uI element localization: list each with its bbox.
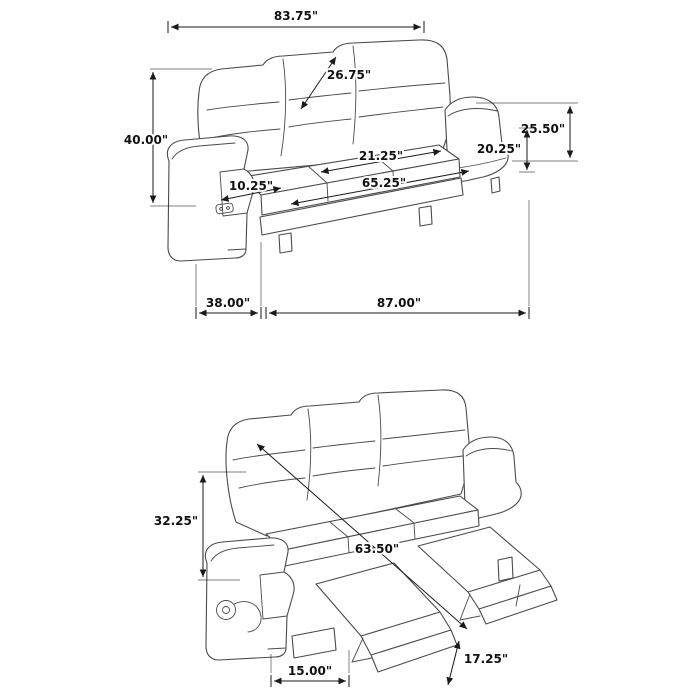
extension-lines bbox=[195, 242, 262, 306]
dimensions-upright: 83.75" 26.75" 40.00" 25.50" 20.25" 21.25… bbox=[122, 7, 578, 319]
dimension-arrow bbox=[320, 148, 442, 175]
dim-overall-depth: 38.00" bbox=[195, 242, 262, 319]
dim-interior-seating-width: 65.25" bbox=[290, 169, 470, 206]
tick-marks bbox=[167, 21, 425, 33]
dim-label-arm-height: 25.50" bbox=[521, 122, 565, 136]
dim-label-overall-depth: 38.00" bbox=[206, 296, 250, 310]
dim-reclined-depth: 63.50" bbox=[256, 443, 468, 630]
dim-overall-back-width: 83.75" bbox=[167, 7, 425, 33]
dimensions-reclined: 32.25" 63.50" 15.00" 17.25" bbox=[152, 443, 510, 687]
dim-label-back-cushion-height: 26.75" bbox=[327, 68, 371, 82]
dim-footrest-height: 17.25" bbox=[446, 640, 510, 686]
dim-label-overall-height: 40.00" bbox=[124, 133, 168, 147]
left-armrest-stitch-lines bbox=[171, 142, 248, 251]
dim-base-clearance-width: 15.00" bbox=[270, 650, 350, 687]
extension-lines bbox=[519, 127, 535, 173]
dim-label-base-clearance-width: 15.00" bbox=[288, 664, 332, 678]
dim-back-cushion-height: 26.75" bbox=[300, 56, 373, 110]
dim-seat-back-height: 20.25" bbox=[475, 127, 535, 173]
dimension-arrow bbox=[256, 443, 468, 630]
dim-label-overall-width: 87.00" bbox=[377, 296, 421, 310]
dim-label-seat-depth: 21.25" bbox=[359, 149, 403, 163]
dimension-arrow bbox=[446, 640, 461, 686]
tick-marks bbox=[195, 307, 262, 319]
dim-label-reclined-depth: 63.50" bbox=[355, 542, 399, 556]
reclined-left-armrest-outline bbox=[204, 537, 295, 661]
reclined-right-armrest-stitch bbox=[465, 448, 513, 457]
tick-marks bbox=[270, 675, 350, 687]
dimension-arrow bbox=[300, 56, 337, 110]
footrest-center-panels bbox=[315, 562, 458, 673]
left-armrest-outline bbox=[166, 135, 255, 262]
dimension-arrow bbox=[290, 169, 470, 206]
extension-lines bbox=[270, 650, 350, 673]
footrest-center-linkage bbox=[351, 637, 373, 663]
dim-arm-height: 25.50" bbox=[476, 102, 578, 162]
extension-lines bbox=[476, 102, 578, 162]
dim-label-arm-width: 10.25" bbox=[229, 179, 273, 193]
extension-lines bbox=[198, 471, 246, 581]
dim-overall-width: 87.00" bbox=[265, 200, 530, 319]
dim-seat-depth: 21.25" bbox=[320, 147, 442, 175]
dim-arm-width: 10.25" bbox=[220, 177, 282, 202]
dim-label-reclined-height: 32.25" bbox=[154, 514, 198, 528]
dim-label-interior-seating-width: 65.25" bbox=[362, 176, 406, 190]
power-recline-button bbox=[215, 202, 234, 215]
dim-label-overall-back-width: 83.75" bbox=[274, 9, 318, 23]
tick-marks bbox=[265, 307, 530, 319]
dim-overall-height: 40.00" bbox=[122, 68, 212, 207]
dim-label-footrest-height: 17.25" bbox=[464, 652, 508, 666]
extension-lines bbox=[150, 68, 212, 207]
reclined-base-and-legs bbox=[291, 556, 514, 659]
footrest-right-panels bbox=[417, 526, 558, 625]
sofa-reclined-drawing bbox=[204, 389, 558, 673]
dim-reclined-height: 32.25" bbox=[152, 471, 246, 581]
dimension-arrow bbox=[220, 186, 282, 202]
dim-label-seat-back-height: 20.25" bbox=[477, 142, 521, 156]
